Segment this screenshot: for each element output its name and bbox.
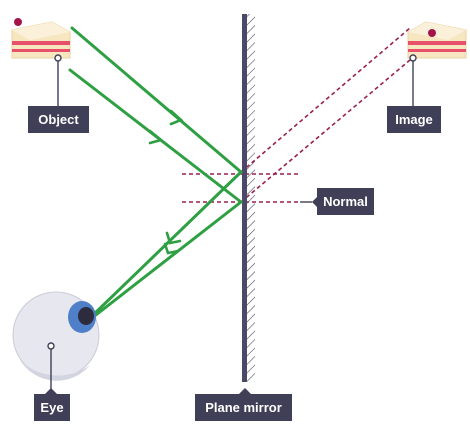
label-object-text: Object (38, 112, 79, 127)
plane-mirror (242, 14, 255, 382)
arrow-reflected-lower (163, 242, 180, 255)
label-normal: Normal (312, 188, 374, 215)
mirror-surface (242, 14, 247, 382)
label-eye: Eye (34, 388, 70, 421)
normal-lines (182, 173, 300, 203)
object-anchor (54, 54, 62, 62)
object-cake (11, 18, 71, 59)
label-mirror: Plane mirror (195, 388, 292, 421)
eye-anchor (47, 342, 55, 350)
incident-ray-lower (68, 68, 243, 320)
eyeball-shade (20, 360, 90, 381)
label-mirror-text: Plane mirror (205, 400, 282, 415)
leaders (47, 54, 417, 394)
virtual-ray-lower (240, 59, 411, 203)
label-image-text: Image (395, 112, 433, 127)
virtual-rays (240, 27, 411, 203)
incident-ray-upper (70, 26, 243, 318)
label-eye-text: Eye (40, 400, 63, 415)
eye (12, 291, 100, 381)
arrow-incident-lower (148, 129, 164, 145)
label-object: Object (28, 106, 89, 133)
ray-arrows (148, 109, 184, 255)
virtual-ray-upper (240, 27, 411, 173)
eye-pupil (78, 307, 94, 325)
label-image: Image (387, 106, 441, 133)
mirror-hatching (246, 14, 255, 382)
arrow-incident-upper (169, 109, 184, 126)
arrow-reflected-upper (165, 231, 182, 245)
image-anchor (409, 54, 417, 62)
light-rays (68, 26, 243, 320)
image-cake (407, 21, 467, 59)
label-normal-text: Normal (323, 194, 368, 209)
